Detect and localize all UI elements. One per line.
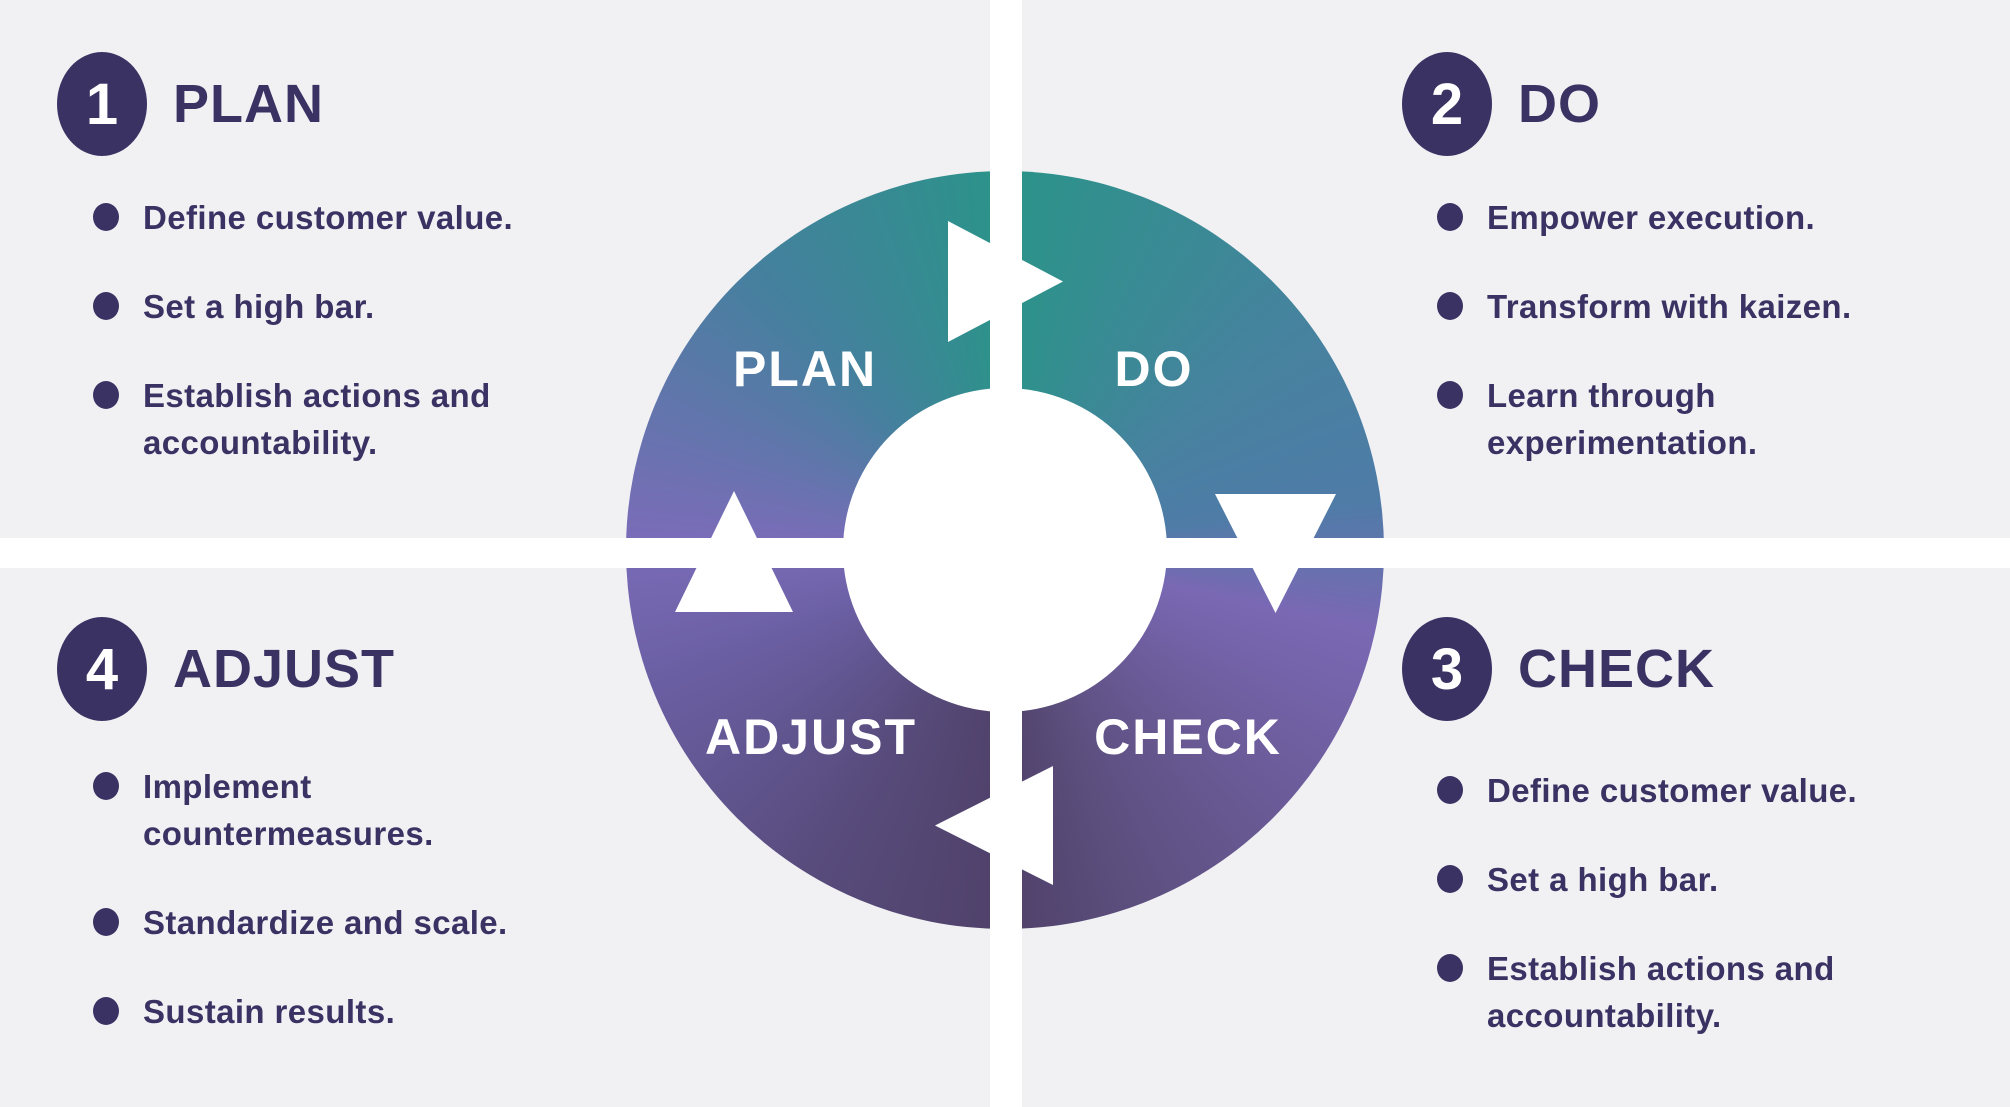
bullet-dot-icon — [93, 203, 119, 231]
bullet-text: Transform with kaizen. — [1487, 288, 1852, 325]
wheel-label-plan: PLAN — [732, 341, 878, 397]
list-item: Transform with kaizen. — [1437, 283, 1947, 330]
wheel-label-adjust: ADJUST — [704, 709, 918, 765]
bullet-dot-icon — [1437, 776, 1463, 804]
bullet-dot-icon — [1437, 865, 1463, 893]
section-adjust-bullets: Implement countermeasures. Standardize a… — [93, 763, 603, 1035]
list-item: Define customer value. — [93, 194, 603, 241]
bullet-dot-icon — [93, 381, 119, 409]
bullet-text: Standardize and scale. — [143, 904, 508, 941]
section-do-header: 2 DO — [1402, 52, 1601, 156]
bullet-text: Define customer value. — [143, 199, 514, 236]
list-item: Implement countermeasures. — [93, 763, 603, 857]
section-plan-header: 1 PLAN — [57, 52, 324, 156]
bullet-dot-icon — [1437, 292, 1463, 320]
section-do-bullets: Empower execution. Transform with kaizen… — [1437, 194, 1947, 466]
badge-number-1: 1 — [57, 52, 147, 156]
section-do-title: DO — [1518, 74, 1601, 134]
section-adjust-header: 4 ADJUST — [57, 617, 395, 721]
section-check-title: CHECK — [1518, 639, 1716, 699]
section-plan-title: PLAN — [173, 74, 324, 134]
bullet-dot-icon — [93, 908, 119, 936]
bullet-text: Establish actions and accountability. — [1487, 950, 1835, 1034]
bullet-text: Define customer value. — [1487, 772, 1858, 809]
wheel-hub — [843, 388, 1167, 712]
bullet-text: Empower execution. — [1487, 199, 1816, 236]
wheel-label-do: DO — [1114, 341, 1194, 397]
section-check-header: 3 CHECK — [1402, 617, 1715, 721]
badge-number-2: 2 — [1402, 52, 1492, 156]
bullet-text: Sustain results. — [143, 993, 396, 1030]
list-item: Set a high bar. — [1437, 856, 1947, 903]
wheel-label-check: CHECK — [1094, 709, 1282, 765]
badge-number-3: 3 — [1402, 617, 1492, 721]
bullet-text: Implement countermeasures. — [143, 768, 434, 852]
list-item: Sustain results. — [93, 988, 603, 1035]
section-adjust-title: ADJUST — [173, 639, 396, 699]
bullet-text: Set a high bar. — [1487, 861, 1719, 898]
section-check-bullets: Define customer value. Set a high bar. E… — [1437, 767, 1947, 1039]
bullet-dot-icon — [1437, 203, 1463, 231]
list-item: Establish actions and accountability. — [93, 372, 603, 466]
bullet-dot-icon — [93, 292, 119, 320]
list-item: Establish actions and accountability. — [1437, 945, 1947, 1039]
section-plan-bullets: Define customer value. Set a high bar. E… — [93, 194, 603, 466]
bullet-text: Set a high bar. — [143, 288, 375, 325]
bullet-dot-icon — [93, 772, 119, 800]
bullet-text: Learn through experimentation. — [1487, 377, 1758, 461]
badge-number-4: 4 — [57, 617, 147, 721]
bullet-dot-icon — [1437, 954, 1463, 982]
list-item: Define customer value. — [1437, 767, 1947, 814]
list-item: Empower execution. — [1437, 194, 1947, 241]
bullet-text: Establish actions and accountability. — [143, 377, 491, 461]
list-item: Set a high bar. — [93, 283, 603, 330]
list-item: Standardize and scale. — [93, 899, 603, 946]
list-item: Learn through experimentation. — [1437, 372, 1947, 466]
bullet-dot-icon — [93, 997, 119, 1025]
bullet-dot-icon — [1437, 381, 1463, 409]
